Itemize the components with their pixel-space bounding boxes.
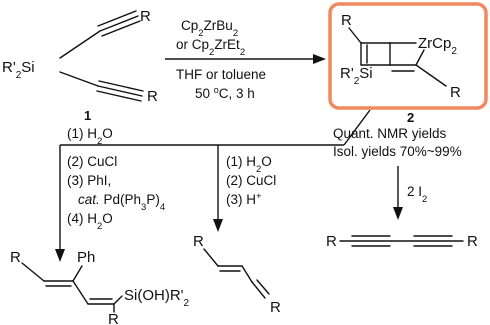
compound-1-upper-bond	[59, 30, 101, 59]
branch-left-step-3: (3) PhI,	[67, 173, 111, 188]
product-middle-double-2b	[256, 279, 270, 295]
product-left-si-bond	[113, 295, 123, 305]
branch-left-step-1: (1) H2O	[67, 126, 113, 147]
compound-1-number: 1	[84, 108, 91, 123]
compound-1-lower-triple-bond-b	[96, 90, 142, 102]
compound-1-r-bottom: R	[147, 88, 158, 105]
product-middle-bond-2	[241, 265, 253, 283]
compound-2-zr-label: ZrCp2	[418, 35, 457, 57]
compound-1-r-top: R	[140, 8, 151, 25]
branch-left-step-3-catalyst: cat. Pd(Ph3P)4	[78, 192, 165, 213]
branch-lines	[55, 109, 403, 262]
branch-iodine-conditions: 2 I2	[407, 184, 427, 205]
compound-1-lower-triple-bond	[97, 85, 143, 97]
compound-1-upper-triple-bond	[99, 15, 139, 32]
branch-left-step-4: (4) H2O	[67, 211, 113, 232]
product-left-bond-1	[21, 262, 45, 282]
compound-2-r-bottom: R	[450, 84, 461, 101]
product-left-bond-2	[72, 280, 89, 305]
branch-left-conditions: (1) H2O (2) CuCl (3) PhI, cat. Pd(Ph3P)4…	[67, 126, 165, 232]
compound-2-zr-c-bond	[415, 49, 425, 66]
product-left-r-left: R	[10, 249, 21, 266]
compound-1-upper-triple-bond-b	[101, 20, 141, 37]
product-middle: R R	[193, 233, 281, 316]
compound-1-silicon-label: R'2Si	[2, 59, 35, 81]
product-left-ph-bond	[72, 265, 83, 282]
product-left-silanol: Si(OH)R'2	[124, 287, 190, 309]
branch-connector-to-2	[343, 109, 371, 146]
branch-middle-step-1: (1) H2O	[226, 154, 272, 175]
product-left-ph: Ph	[77, 249, 95, 266]
yield-isolated: Isol. yields 70%~99%	[333, 144, 462, 159]
branch-middle-step-2: (2) CuCl	[226, 173, 276, 188]
compound-2-r-bottom-bond	[415, 64, 447, 87]
compound-2-si-label: R'2Si	[340, 65, 373, 87]
product-middle-r-bottom: R	[270, 299, 281, 316]
branch-left-arrow-head	[55, 249, 65, 262]
compound-2: R ZrCp2 R'2Si R 2 Quant. NMR yields Isol…	[328, 2, 488, 159]
product-middle-double-2	[251, 281, 266, 299]
product-diyne-r-left: R	[326, 233, 337, 250]
product-middle-r-top: R	[193, 233, 204, 250]
compound-1-lower-triple-bond-a	[98, 80, 144, 92]
compound-2-r-top: R	[341, 12, 352, 29]
branch-middle-arrow-head	[213, 219, 223, 232]
compound-1: R R'2Si R 1	[2, 8, 158, 123]
product-diyne-r-right: R	[467, 233, 478, 250]
main-arrow-head	[313, 54, 326, 64]
compound-2-number: 2	[407, 110, 414, 125]
product-diyne: R R	[326, 233, 478, 250]
compound-2-highlight-box	[328, 2, 488, 110]
reagent-line-2: or Cp2ZrEt2	[176, 37, 245, 58]
product-left-r-bottom: R	[108, 311, 119, 325]
compound-2-r-top-bond	[348, 27, 362, 44]
product-middle-bond-1	[203, 248, 219, 267]
branch-middle-step-3: (3) H+	[226, 191, 262, 208]
compound-1-lower-bond	[59, 71, 99, 87]
product-left: R Ph Si(OH)R'2 R	[10, 249, 190, 325]
temperature-label: 50 oC, 3 h	[195, 85, 255, 101]
yield-nmr: Quant. NMR yields	[333, 126, 447, 141]
branch-iodine-arrow-head	[393, 207, 403, 220]
solvent-label: THF or toluene	[176, 67, 266, 82]
branch-iodine-reagent: 2 I2	[407, 184, 427, 205]
branch-middle-conditions: (1) H2O (2) CuCl (3) H+	[226, 154, 276, 207]
compound-1-upper-triple-bond-a	[97, 10, 137, 27]
branch-left-step-2: (2) CuCl	[67, 154, 117, 169]
main-reaction: Cp2ZrBu2 or Cp2ZrEt2 THF or toluene 50 o…	[165, 18, 326, 101]
reagent-line-1: Cp2ZrBu2	[181, 18, 238, 39]
